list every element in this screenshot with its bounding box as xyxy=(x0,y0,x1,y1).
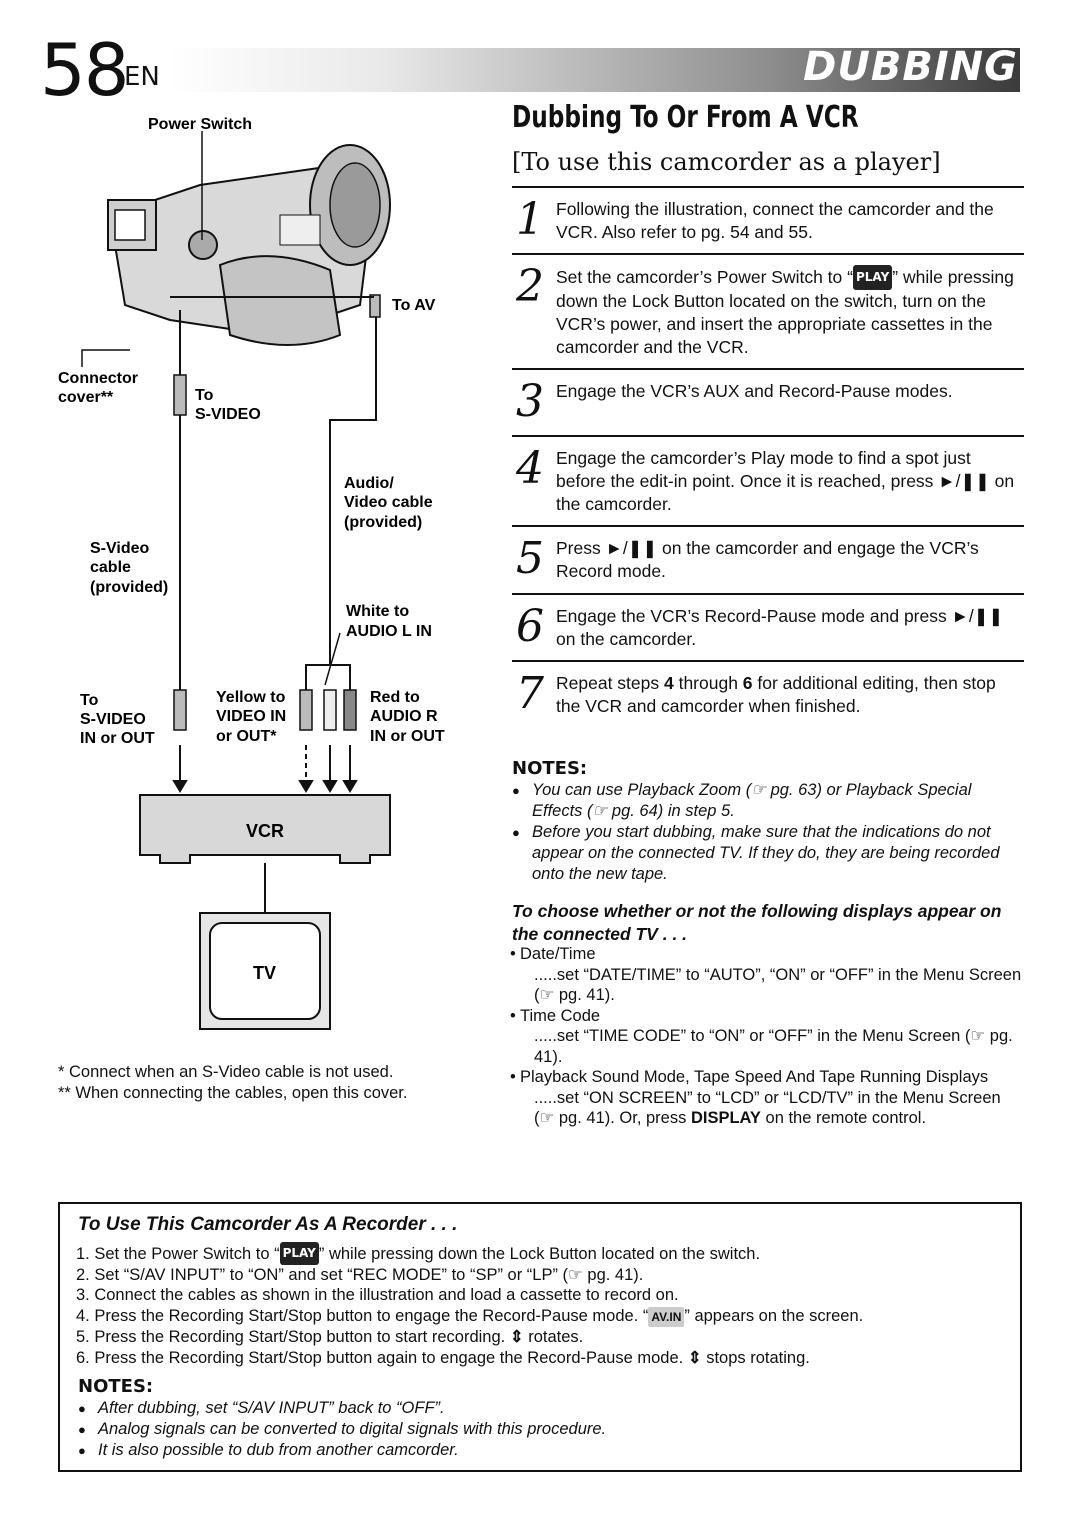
step-text: Press ►/❚❚ on the camcorder and engage t… xyxy=(556,538,979,581)
step-number: 1 xyxy=(516,194,544,245)
step-number: 3 xyxy=(516,376,544,427)
recorder-steps: 1. Set the Power Switch to “PLAY” while … xyxy=(76,1242,1006,1369)
header-gradient-bar xyxy=(170,48,1020,92)
play-badge: PLAY xyxy=(279,1242,319,1265)
recorder-step: 1. Set the Power Switch to “PLAY” while … xyxy=(76,1242,1006,1265)
display-item-desc: .....set “ON SCREEN” to “LCD” or “LCD/TV… xyxy=(534,1088,1001,1128)
notes-list: You can use Playback Zoom (☞ pg. 63) or … xyxy=(512,780,1024,885)
recorder-title: To Use This Camcorder As A Recorder . . … xyxy=(78,1214,458,1235)
label-connector-cover: Connector xyxy=(58,370,138,387)
notes-heading: NOTES: xyxy=(512,758,588,779)
step-4: 4 Engage the camcorder’s Play mode to fi… xyxy=(512,435,1024,525)
displays-heading: To choose whether or not the following d… xyxy=(512,901,1002,944)
label-connector-cover-2: cover** xyxy=(58,389,114,406)
step-text: Repeat steps 4 through 6 for additional … xyxy=(556,673,996,716)
label-audio-l-in: AUDIO L IN xyxy=(346,623,432,640)
step-text: Engage the VCR’s Record-Pause mode and p… xyxy=(556,606,1004,649)
recorder-notes-list: After dubbing, set “S/AV INPUT” back to … xyxy=(78,1398,998,1461)
step-7: 7 Repeat steps 4 through 6 for additiona… xyxy=(512,660,1024,732)
step-1: 1 Following the illustration, connect th… xyxy=(512,186,1024,253)
display-item-name: Time Code xyxy=(510,1006,1022,1027)
label-to-svideo-in-2: S-VIDEO xyxy=(80,711,146,728)
display-item-name: Date/Time xyxy=(510,944,1022,965)
play-badge: PLAY xyxy=(852,265,893,290)
label-svideo-cable-1: S-Video xyxy=(90,540,150,557)
label-av-cable-1: Audio/ xyxy=(344,475,394,492)
tape-rotate-icon: ⇕ xyxy=(509,1328,524,1347)
step-text: Set the camcorder’s Power Switch to “PLA… xyxy=(556,265,1014,357)
step-3: 3 Engage the VCR’s AUX and Record-Pause … xyxy=(512,368,1024,435)
label-white-to: White to xyxy=(346,603,409,620)
page-title: Dubbing To Or From A VCR xyxy=(512,100,859,135)
label-vcr: VCR xyxy=(246,821,284,841)
subtitle: [To use this camcorder as a player] xyxy=(512,148,941,176)
tape-rotate-icon: ⇕ xyxy=(687,1348,702,1367)
display-item-desc: .....set “TIME CODE” to “ON” or “OFF” in… xyxy=(534,1027,1013,1066)
label-yellow-3: or OUT* xyxy=(216,728,277,745)
footnotes: * Connect when an S-Video cable is not u… xyxy=(58,1062,498,1104)
label-to-av: To AV xyxy=(392,297,436,314)
recorder-step: 3. Connect the cables as shown in the il… xyxy=(76,1286,679,1305)
recorder-step: 2. Set “S/AV INPUT” to “ON” and set “REC… xyxy=(76,1265,644,1284)
step-number: 7 xyxy=(516,668,544,719)
step-number: 6 xyxy=(516,601,544,652)
step-6: 6 Engage the VCR’s Record-Pause mode and… xyxy=(512,593,1024,660)
label-tv: TV xyxy=(253,963,276,983)
recorder-instructions-box: To Use This Camcorder As A Recorder . . … xyxy=(58,1202,1022,1472)
recorder-step: 4. Press the Recording Start/Stop button… xyxy=(76,1306,1006,1328)
recorder-notes-heading: NOTES: xyxy=(78,1376,154,1397)
display-item-desc: .....set “DATE/TIME” to “AUTO”, “ON” or … xyxy=(534,965,1022,1005)
note-item: It is also possible to dub from another … xyxy=(78,1440,998,1461)
label-red-3: IN or OUT xyxy=(370,728,445,745)
connection-diagram: Power Switch To AV Connector cover** To … xyxy=(58,116,445,1030)
label-svideo-cable-3: (provided) xyxy=(90,579,168,596)
displays-list: Date/Time .....set “DATE/TIME” to “AUTO”… xyxy=(510,944,1022,1129)
step-5: 5 Press ►/❚❚ on the camcorder and engage… xyxy=(512,525,1024,593)
label-to-svideo-in-1: To xyxy=(80,692,99,709)
step-text: Engage the camcorder’s Play mode to find… xyxy=(556,448,1015,514)
page-number: 58 xyxy=(40,28,130,112)
recorder-step: 5. Press the Recording Start/Stop button… xyxy=(76,1328,584,1347)
step-2: 2 Set the camcorder’s Power Switch to “P… xyxy=(512,253,1024,368)
label-to-svideo-a: To xyxy=(195,387,214,404)
steps-list: 1 Following the illustration, connect th… xyxy=(512,186,1024,732)
label-power-switch: Power Switch xyxy=(148,116,252,133)
note-item: After dubbing, set “S/AV INPUT” back to … xyxy=(78,1398,998,1419)
page-language: EN xyxy=(124,62,160,92)
display-item-name: Playback Sound Mode, Tape Speed And Tape… xyxy=(510,1067,1022,1088)
note-item: Before you start dubbing, make sure that… xyxy=(512,822,1024,885)
label-av-cable-2: Video cable xyxy=(344,494,433,511)
footnote: ** When connecting the cables, open this… xyxy=(58,1084,408,1102)
label-to-svideo-b: S-VIDEO xyxy=(195,406,261,423)
note-item: You can use Playback Zoom (☞ pg. 63) or … xyxy=(512,780,1024,822)
label-red-1: Red to xyxy=(370,689,420,706)
label-svideo-cable-2: cable xyxy=(90,559,131,576)
vcr-shape xyxy=(139,794,391,864)
footnote: * Connect when an S-Video cable is not u… xyxy=(58,1063,394,1081)
camcorder-illustration xyxy=(107,144,391,346)
label-to-svideo-in-3: IN or OUT xyxy=(80,730,155,747)
av-in-badge: AV.IN xyxy=(648,1306,685,1328)
section-title: DUBBING xyxy=(803,44,1018,90)
recorder-step: 6. Press the Recording Start/Stop button… xyxy=(76,1348,810,1367)
label-red-2: AUDIO R xyxy=(370,708,438,725)
step-number: 2 xyxy=(516,261,544,312)
label-yellow-2: VIDEO IN xyxy=(216,708,286,725)
label-av-cable-3: (provided) xyxy=(344,514,422,531)
label-yellow-1: Yellow to xyxy=(216,689,286,706)
step-number: 4 xyxy=(516,443,544,494)
step-number: 5 xyxy=(516,533,544,584)
step-text: Engage the VCR’s AUX and Record-Pause mo… xyxy=(556,381,953,401)
step-text: Following the illustration, connect the … xyxy=(556,199,994,242)
note-item: Analog signals can be converted to digit… xyxy=(78,1419,998,1440)
